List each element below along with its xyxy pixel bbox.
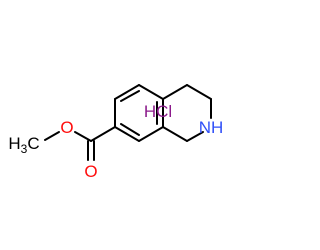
salt-label: HCl	[144, 102, 172, 121]
bond-ring-to-carbonyl	[90, 126, 116, 142]
bond-ring-1	[114, 84, 140, 100]
bond-sat-1	[162, 84, 188, 100]
methyl-c: C	[27, 134, 39, 153]
methyl-h: H	[8, 134, 20, 153]
bond-ring-4	[138, 126, 164, 142]
bond-ester-o-to-methyl	[44, 131, 60, 141]
methyl-subscript: 3	[21, 142, 28, 156]
bond-ring-5	[114, 126, 140, 142]
oxygen-carbonyl-label: O	[84, 162, 97, 181]
bond-sat-4	[186, 131, 204, 142]
oxygen-ester-label: O	[60, 118, 73, 137]
bond-ring-inner-1	[120, 90, 140, 102]
bond-sat-2	[186, 84, 212, 100]
bond-carbonyl-to-ester-o	[74, 131, 92, 142]
molecule-structure: O O NH H3C HCl	[8, 84, 223, 181]
amine-label: NH	[199, 118, 224, 137]
methyl-label: H3C	[8, 134, 39, 156]
atom-label-layer: O O NH H3C HCl	[8, 102, 223, 181]
bond-layer	[44, 84, 212, 161]
bond-ring-2	[138, 84, 164, 100]
bond-sat-5	[162, 126, 188, 142]
bond-ring-inner-3	[120, 123, 140, 136]
